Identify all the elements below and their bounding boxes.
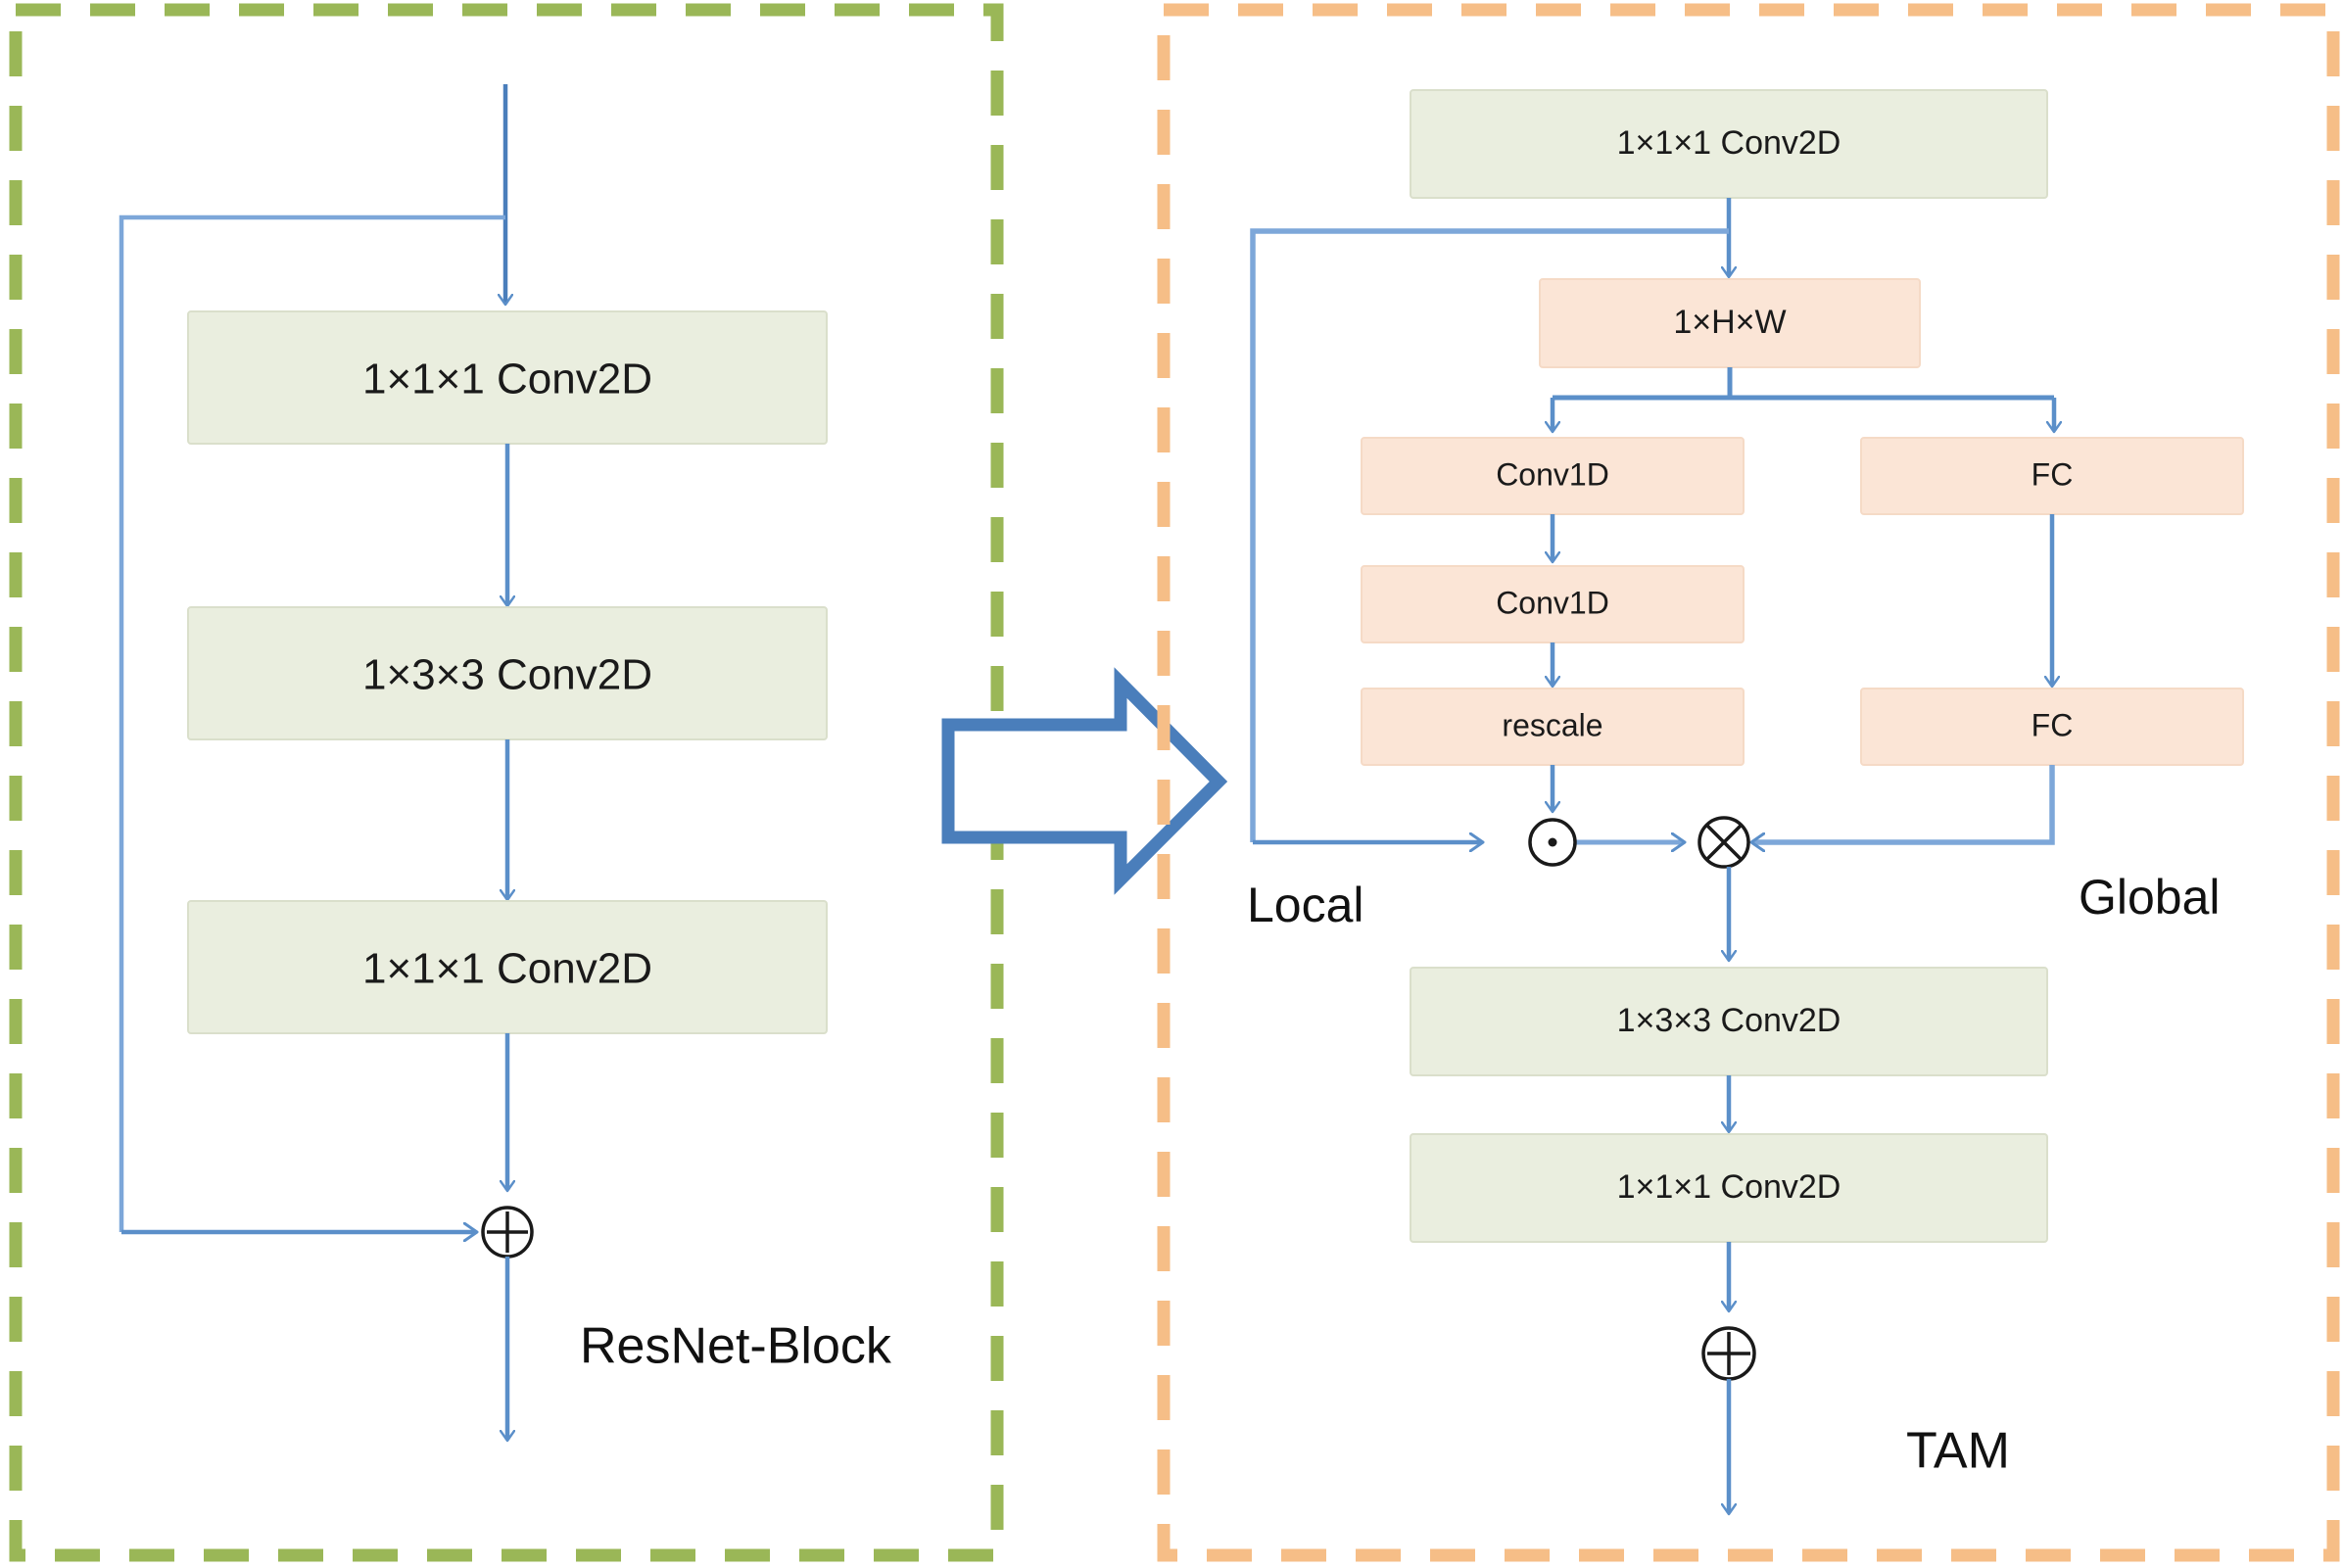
edge-r-skip-tap: [1250, 228, 1729, 842]
block-l-conv-111-a[interactable]: 1×1×1 Conv2D: [187, 310, 828, 445]
block-r-conv-111-top[interactable]: 1×1×1 Conv2D: [1410, 89, 2048, 199]
block-label: 1×3×3 Conv2D: [1617, 1002, 1841, 1039]
block-l-conv-133[interactable]: 1×3×3 Conv2D: [187, 606, 828, 740]
block-label: Conv1D: [1496, 585, 1609, 620]
operator-r-add: [1701, 1326, 1756, 1381]
block-label: 1×1×1 Conv2D: [362, 945, 652, 993]
block-l-conv-111-b[interactable]: 1×1×1 Conv2D: [187, 900, 828, 1034]
edge-skip-tap: [119, 214, 505, 1232]
block-r-conv1d-a[interactable]: Conv1D: [1361, 437, 1745, 515]
block-r-fc-a[interactable]: FC: [1860, 437, 2244, 515]
block-r-fc-b[interactable]: FC: [1860, 688, 2244, 766]
block-label: 1×3×3 Conv2D: [362, 651, 652, 699]
block-r-1hw[interactable]: 1×H×W: [1539, 278, 1921, 368]
label-global: Global: [2079, 870, 2221, 925]
block-r-conv-111-bot[interactable]: 1×1×1 Conv2D: [1410, 1133, 2048, 1243]
block-r-rescale[interactable]: rescale: [1361, 688, 1745, 766]
tam-caption: TAM: [1906, 1423, 2010, 1480]
block-r-conv-133[interactable]: 1×3×3 Conv2D: [1410, 967, 2048, 1076]
block-label: 1×1×1 Conv2D: [1617, 1168, 1841, 1206]
block-label: 1×1×1 Conv2D: [362, 356, 652, 404]
block-label: FC: [2032, 707, 2074, 742]
transform-block-arrow: [941, 667, 1228, 895]
block-label: 1×1×1 Conv2D: [1617, 124, 1841, 162]
block-label: Conv1D: [1496, 456, 1609, 492]
block-label: FC: [2032, 456, 2074, 492]
edge-r-fc-b-to-mul: [1753, 765, 2055, 842]
resnet-block-caption: ResNet-Block: [580, 1318, 892, 1375]
block-label: rescale: [1502, 707, 1602, 742]
label-local: Local: [1247, 878, 1364, 932]
block-label: 1×H×W: [1673, 304, 1786, 341]
block-r-conv1d-b[interactable]: Conv1D: [1361, 565, 1745, 643]
operator-r-dot: [1528, 818, 1577, 867]
operator-r-mul: [1697, 816, 1750, 869]
operator-l-add: [481, 1206, 534, 1259]
edge-r-1hw-split: [1553, 367, 1907, 401]
tam-panel-border: [1157, 3, 2340, 1562]
